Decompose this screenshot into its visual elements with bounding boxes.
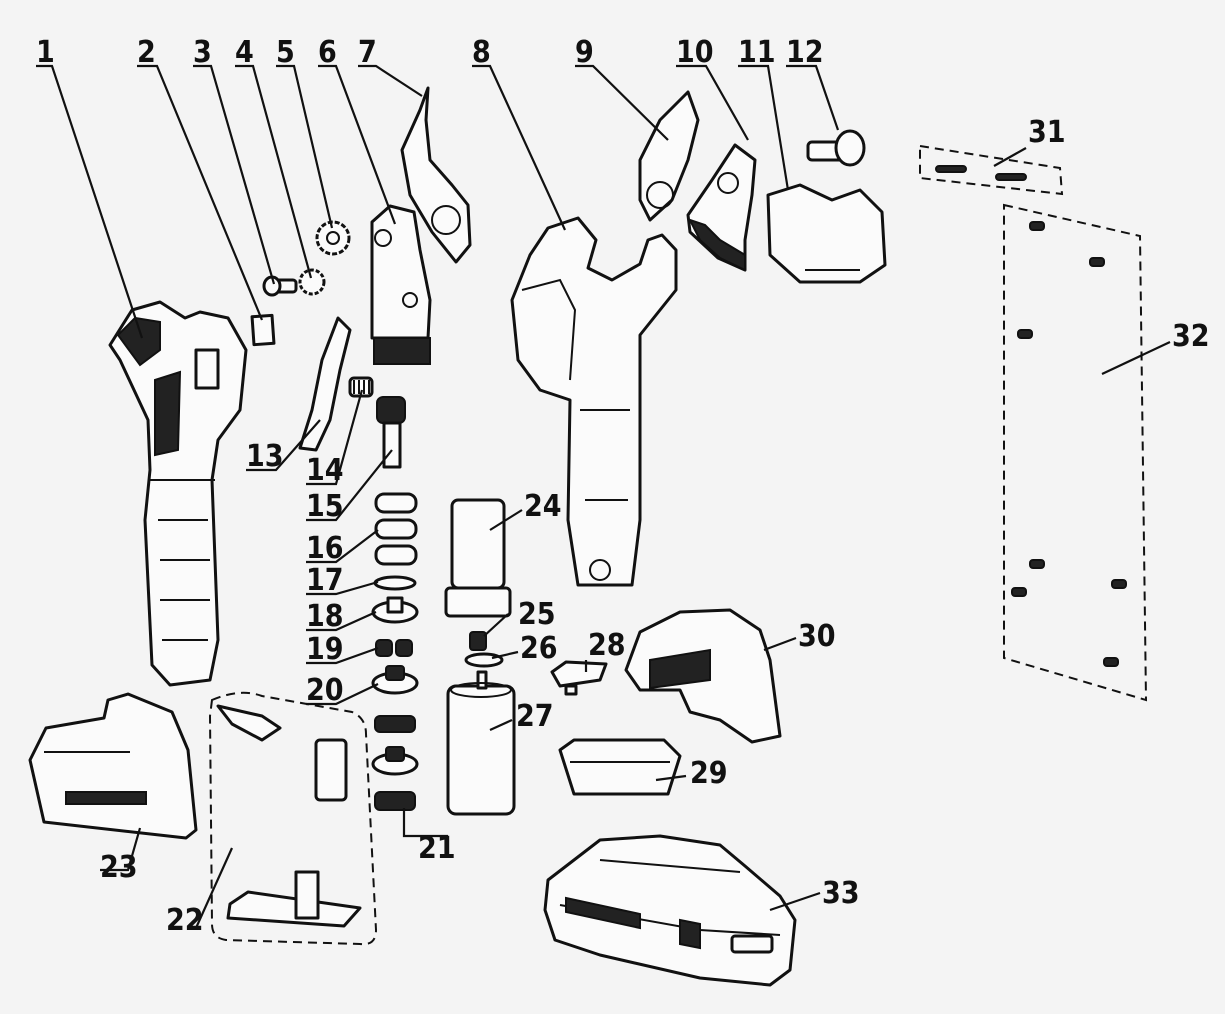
part-4-small-gear — [298, 268, 326, 296]
label-4: 4 — [235, 35, 254, 70]
label-29: 29 — [690, 756, 728, 791]
label-10: 10 — [676, 35, 714, 70]
label-3: 3 — [193, 35, 212, 70]
part-26-washer — [464, 652, 504, 668]
part-labels: 1 2 3 4 5 6 7 8 9 10 11 12 13 14 15 16 1… — [36, 35, 1210, 938]
label-25: 25 — [518, 597, 556, 632]
label-33: 33 — [822, 876, 860, 911]
label-26: 26 — [520, 631, 558, 666]
label-6: 6 — [318, 35, 337, 70]
part-22-circuit-group — [208, 691, 378, 946]
label-13: 13 — [246, 439, 284, 474]
part-10-gear-segment — [686, 143, 757, 272]
part-27-motor — [446, 670, 516, 816]
label-32: 32 — [1172, 319, 1210, 354]
label-23: 23 — [100, 850, 138, 885]
label-18: 18 — [306, 599, 344, 634]
part-33-battery-pack — [543, 834, 797, 987]
part-25-pinion — [469, 631, 487, 651]
part-15-gear-shaft — [376, 396, 406, 469]
label-9: 9 — [575, 35, 594, 70]
part-13-trigger — [298, 316, 352, 452]
part-1-left-handle-shell — [108, 300, 248, 687]
part-9-lower-blade — [638, 90, 700, 222]
part-12-pivot-pin — [806, 129, 866, 167]
label-24: 24 — [524, 489, 562, 524]
part-2-pad — [250, 313, 276, 347]
part-3-screw — [262, 275, 298, 297]
part-17-ring — [373, 575, 417, 591]
part-29-board-housing — [558, 738, 682, 796]
part-24-motor-sleeve — [444, 498, 512, 618]
part-7-upper-blade — [400, 86, 472, 264]
label-22: 22 — [166, 903, 204, 938]
part-18-planet-carrier — [371, 596, 419, 624]
label-17: 17 — [306, 563, 344, 598]
label-28: 28 — [588, 628, 626, 663]
label-1: 1 — [36, 35, 55, 70]
part-31-screws — [919, 144, 1064, 196]
part-8-right-handle-shell — [510, 216, 678, 587]
label-14: 14 — [306, 453, 344, 488]
part-28-switch — [550, 660, 608, 696]
label-20: 20 — [306, 673, 344, 708]
part-30-rear-housing — [624, 608, 782, 744]
label-19: 19 — [306, 632, 344, 667]
label-2: 2 — [137, 35, 156, 70]
label-12: 12 — [786, 35, 824, 70]
part-23-battery-adapter — [28, 692, 198, 840]
label-8: 8 — [472, 35, 491, 70]
leader-lines — [36, 64, 1171, 929]
label-5: 5 — [276, 35, 295, 70]
label-16: 16 — [306, 531, 344, 566]
part-16-bearings — [374, 492, 418, 566]
part-11-cover — [766, 183, 887, 284]
label-11: 11 — [738, 35, 776, 70]
label-15: 15 — [306, 489, 344, 524]
label-27: 27 — [516, 699, 554, 734]
part-20-planet-carrier — [371, 665, 419, 695]
part-6-blade-holder — [370, 204, 432, 365]
label-21: 21 — [418, 831, 456, 866]
part-21-gear-set — [371, 715, 419, 811]
label-31: 31 — [1028, 115, 1066, 150]
label-7: 7 — [358, 35, 377, 70]
part-32-screws-panel — [1003, 203, 1148, 702]
label-30: 30 — [798, 619, 836, 654]
part-19-planet-gears — [375, 639, 413, 657]
part-5-gear — [315, 220, 351, 256]
